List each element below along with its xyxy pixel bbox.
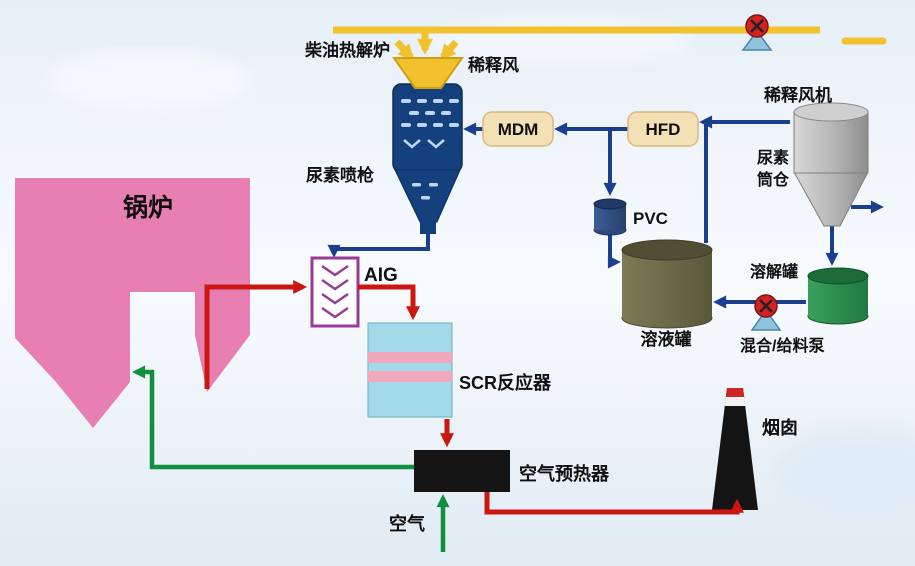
pvc-label: PVC xyxy=(633,209,668,228)
hfd-box xyxy=(627,111,699,147)
aig-box xyxy=(310,256,360,328)
vessel-funnel xyxy=(392,57,464,89)
silo-body xyxy=(793,111,869,174)
chimney-white-band xyxy=(724,397,746,406)
boiler: 锅炉 xyxy=(15,178,250,428)
urea-spray-gun-label: 尿素喷枪 xyxy=(306,165,374,185)
mixing-feed-pump-label: 混合/给料泵 xyxy=(740,336,824,355)
cloud xyxy=(770,424,915,516)
mdm-module: MDM xyxy=(482,111,554,147)
scr-catalyst-layer xyxy=(368,371,452,382)
pyrolysis-furnace-vessel xyxy=(392,57,464,234)
urea-silo: 稀释风机 尿素 筒仓 xyxy=(756,85,869,227)
urea-silo-label-line2: 筒仓 xyxy=(756,170,790,189)
air-preheater-body xyxy=(414,450,510,492)
preheater-to-boiler-air-duct xyxy=(132,365,414,470)
aig-label: AIG xyxy=(364,265,398,286)
pvc-tank: PVC xyxy=(593,198,668,236)
air-preheater-label: 空气预热器 xyxy=(519,463,610,484)
fan-base xyxy=(741,29,773,51)
aig-nozzle-mark xyxy=(321,278,349,291)
urea-silo-label-line1: 尿素 xyxy=(757,148,789,167)
air-line: 空气 xyxy=(132,365,450,552)
vessel-body xyxy=(392,83,463,173)
scr-catalyst-layer xyxy=(368,352,452,363)
boiler-to-aig-duct xyxy=(204,280,308,389)
dissolving-tank-top xyxy=(807,267,869,285)
chimney-label: 烟囱 xyxy=(762,417,798,438)
mdm-box xyxy=(482,111,554,147)
scr-reactor: SCR反应器 xyxy=(367,322,552,418)
chimney: 烟囱 xyxy=(712,388,798,510)
scr-body xyxy=(367,322,453,418)
urea-solution-lines xyxy=(327,115,884,309)
preheater-to-chimney-duct xyxy=(484,492,744,515)
hfd-label: HFD xyxy=(646,120,681,139)
pump-cross xyxy=(759,299,773,313)
solution-tank-top xyxy=(621,239,713,261)
scr-reactor-label: SCR反应器 xyxy=(459,372,552,393)
dissolving-tank: 溶解罐 xyxy=(750,262,869,325)
silo-top xyxy=(793,102,869,122)
solution-tank: 溶液罐 xyxy=(621,239,713,349)
dilution-air-line xyxy=(333,26,887,61)
vessel-outlet xyxy=(420,221,436,234)
dilution-inlet-arrow xyxy=(439,39,459,61)
mixing-feed-pump-icon: 混合/给料泵 xyxy=(740,294,824,355)
flue-gas-line xyxy=(204,280,744,515)
pump-base xyxy=(750,308,782,331)
fan-cross xyxy=(750,19,764,33)
air-preheater: 空气预热器 xyxy=(414,450,610,492)
aig-nozzle-mark xyxy=(321,306,349,319)
boiler-body xyxy=(15,178,250,428)
solution-tank-label: 溶液罐 xyxy=(641,329,692,349)
dilution-air-label: 稀释风 xyxy=(468,55,519,75)
hfd-module: HFD xyxy=(627,111,699,147)
pyrolysis-furnace-label: 柴油热解炉 xyxy=(304,40,390,60)
boiler-label: 锅炉 xyxy=(123,194,173,222)
pvc-to-tank-pipe xyxy=(607,232,621,269)
dilution-fan-icon xyxy=(741,14,773,51)
aig-nozzle-mark xyxy=(321,264,349,277)
cloud xyxy=(50,52,250,108)
chimney-red-band xyxy=(725,388,745,397)
vessel-marks xyxy=(401,99,459,200)
air-label: 空气 xyxy=(389,513,425,534)
aig-to-scr-duct xyxy=(358,284,420,321)
solution-tank-body xyxy=(622,250,712,318)
aig-grid: AIG xyxy=(310,256,398,328)
aig-nozzle-mark xyxy=(321,292,349,305)
diesel-inlet-arrow xyxy=(394,39,415,61)
chimney-body xyxy=(712,388,758,510)
injector-to-aig-pipe xyxy=(327,234,430,258)
dissolving-tank-label: 溶解罐 xyxy=(750,262,798,281)
dilution-fan-label: 稀释风机 xyxy=(764,85,832,105)
mdm-label: MDM xyxy=(498,120,539,139)
pvc-top xyxy=(593,198,627,210)
